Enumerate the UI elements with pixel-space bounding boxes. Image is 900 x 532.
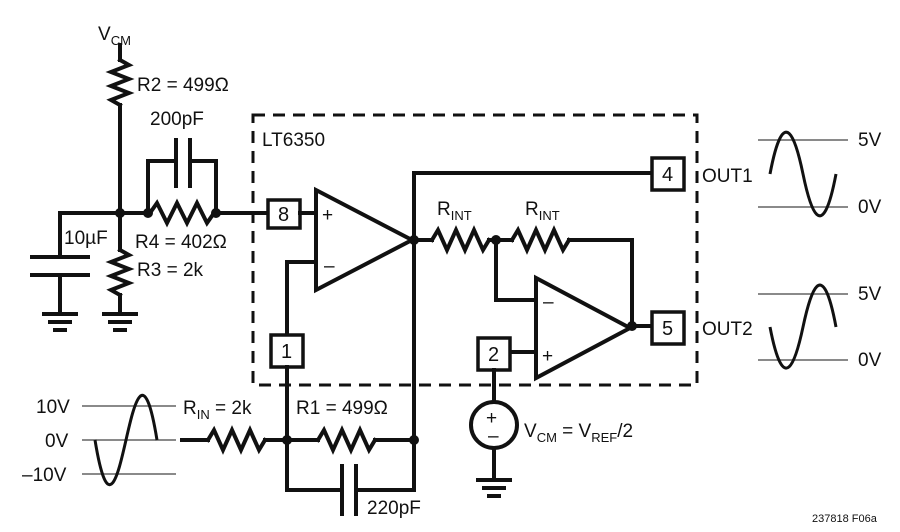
- pin-2-label: 2: [488, 344, 499, 366]
- in-wave-high: 10V: [36, 397, 70, 418]
- vcm-top-label: VCM: [98, 24, 131, 48]
- pin-4-label: 4: [662, 164, 673, 186]
- vcm-source-label: VCM = VREF/2: [524, 421, 633, 445]
- c200-label: 200pF: [150, 109, 204, 130]
- out1-wave-low: 0V: [858, 197, 882, 218]
- pin-8: [266, 198, 302, 230]
- c220-label: 220pF: [367, 498, 421, 519]
- r3-label: R3 = 2k: [137, 260, 204, 281]
- source-plus: +: [486, 408, 497, 429]
- r4-label: R4 = 402Ω: [135, 232, 227, 253]
- opamp-1-plus: +: [322, 205, 333, 226]
- in-wave-mid: 0V: [45, 431, 69, 452]
- r1-label: R1 = 499Ω: [296, 398, 388, 419]
- r2-label: R2 = 499Ω: [137, 75, 229, 96]
- rin-label: RIN = 2k: [183, 398, 252, 422]
- node-bias: [115, 208, 125, 218]
- resistor-r3: [105, 247, 135, 298]
- input-waveform: [82, 393, 176, 487]
- pin-5: [650, 310, 686, 346]
- ground-icon: [476, 478, 512, 498]
- ground-icon: [102, 312, 138, 332]
- lt6350-boundary: [251, 113, 699, 387]
- pin-8-label: 8: [278, 204, 289, 226]
- ground-icon: [42, 312, 78, 332]
- out2-wave-low: 0V: [858, 350, 882, 371]
- out1-waveform: [758, 130, 848, 218]
- resistor-rin: [205, 425, 268, 455]
- opamp-2: [534, 274, 635, 382]
- out1-label: OUT1: [702, 166, 753, 187]
- rint-1-label: RINT: [437, 199, 472, 223]
- opamp-1-minus: –: [324, 256, 335, 277]
- resistor-rint-1: [429, 225, 492, 255]
- pin-4: [650, 156, 686, 192]
- pin-1-label: 1: [281, 341, 292, 363]
- opamp-1: [314, 186, 417, 294]
- chip-label: LT6350: [262, 130, 325, 151]
- rint-2-label: RINT: [525, 199, 560, 223]
- source-minus: –: [488, 426, 499, 447]
- out1-wave-high: 5V: [858, 130, 882, 151]
- out2-waveform: [758, 283, 848, 370]
- out2-label: OUT2: [702, 319, 753, 340]
- resistor-rint-2: [509, 225, 572, 255]
- resistor-r4: [147, 198, 217, 228]
- resistor-r2: [105, 57, 135, 108]
- resistor-r1: [315, 425, 378, 455]
- c10u-label: 10µF: [64, 228, 108, 249]
- out2-wave-high: 5V: [858, 284, 882, 305]
- opamp-2-plus: +: [542, 346, 553, 367]
- opamp-2-minus: –: [543, 292, 554, 313]
- in-wave-low: –10V: [22, 465, 67, 486]
- pin-5-label: 5: [662, 318, 673, 340]
- part-code: 237818 F06a: [812, 513, 878, 525]
